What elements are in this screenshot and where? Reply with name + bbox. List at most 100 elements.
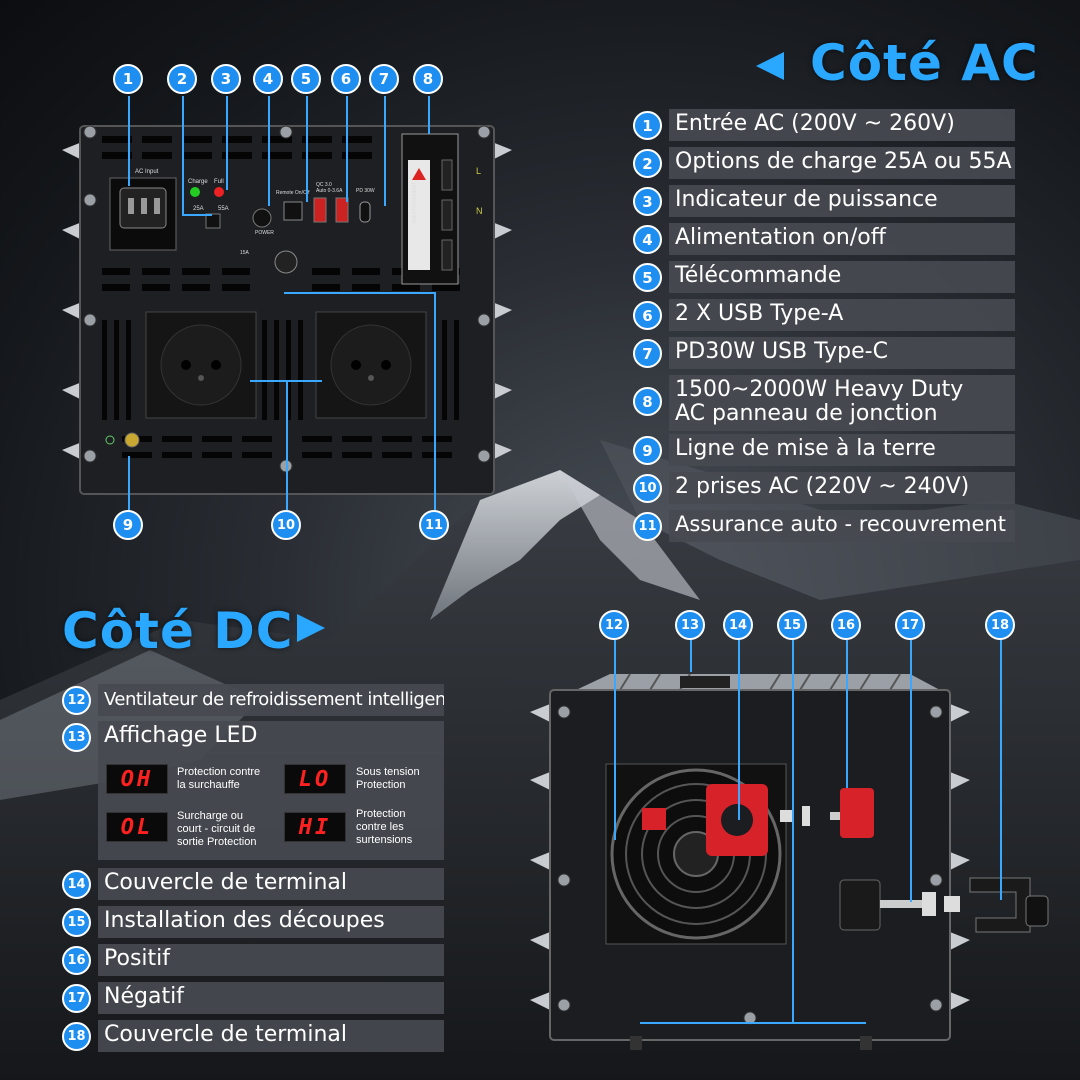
warning-label: AVERTISSEMENT — [411, 182, 418, 224]
dc-list-badge: 14 — [62, 870, 91, 899]
ac-list-badge: 6 — [633, 301, 662, 330]
led-code-oh: OH — [106, 764, 168, 794]
ac-list-label: 2 X USB Type-A — [669, 299, 1015, 331]
remote-label: Remote On/Off — [276, 190, 310, 196]
led-codes-panel: OH Protection contre la surchauffe LO So… — [98, 752, 444, 860]
ac-list-label: Entrée AC (200V ~ 260V) — [669, 109, 1015, 141]
charge-label: Charge — [188, 179, 208, 185]
25a-label: 25A — [193, 206, 204, 212]
callout-line-11 — [434, 292, 436, 510]
N-label: N — [476, 206, 483, 216]
dc-heading-arrow-icon — [297, 614, 325, 642]
L-label: L — [476, 166, 482, 176]
dc-list-label: Positif — [98, 944, 444, 976]
led-caption-ol: Surcharge ou court - circuit de sortie P… — [177, 810, 257, 848]
ac-list-badge: 8 — [633, 387, 662, 416]
ac-list-badge: 9 — [633, 436, 662, 465]
full-label: Full — [214, 179, 224, 185]
led-code-lo: LO — [284, 764, 346, 794]
ac-list-label: Ligne de mise à la terre — [669, 434, 1015, 466]
callout-line-12 — [614, 640, 616, 840]
ac-list-label: Indicateur de puissance — [669, 185, 1015, 217]
ac-callout-10: 10 — [271, 510, 301, 540]
callout-line-16 — [846, 640, 848, 788]
ac-list-badge: 7 — [633, 339, 662, 368]
dc-list-badge: 12 — [62, 686, 91, 715]
ac-callout-7: 7 — [369, 64, 399, 94]
callout-line-1 — [128, 96, 130, 186]
callout-line-3 — [226, 96, 228, 190]
callout-line-11h — [284, 292, 436, 294]
ac-list-label: Alimentation on/off — [669, 223, 1015, 255]
callout-line-13 — [690, 640, 692, 672]
callout-line-18 — [1000, 640, 1002, 900]
dc-callout-16: 16 — [831, 610, 861, 640]
ac-list-label: 1500~2000W Heavy Duty AC panneau de jonc… — [669, 375, 1015, 431]
qc-label: QC 3.0 Auto 0-3.6A — [316, 182, 343, 194]
ac-side-device: AC Input Charge Full 25A 55A POWER Remot… — [62, 120, 512, 500]
ac-list-badge: 5 — [633, 263, 662, 292]
ac-callout-2: 2 — [167, 64, 197, 94]
ac-list-label: Assurance auto - recouvrement — [669, 510, 1015, 542]
led-caption-oh: Protection contre la surchauffe — [177, 766, 261, 791]
ac-panel-illustration — [62, 125, 512, 495]
ac-callout-11: 11 — [419, 510, 449, 540]
ac-list-badge: 3 — [633, 187, 662, 216]
ac-heading-arrow-icon — [756, 52, 784, 80]
dc-callout-14: 14 — [723, 610, 753, 640]
ac-callout-6: 6 — [331, 64, 361, 94]
led-caption-hi: Protection contre les surtensions — [356, 808, 413, 846]
callout-line-9 — [128, 456, 130, 512]
callout-line-7 — [384, 96, 386, 206]
dc-list-badge: 16 — [62, 946, 91, 975]
led-code-hi: HI — [284, 812, 346, 842]
dc-list-label: Affichage LED — [98, 721, 444, 753]
dc-list-badge: 17 — [62, 984, 91, 1013]
ac-list-badge: 1 — [633, 111, 662, 140]
callout-line-2b — [182, 214, 212, 216]
callout-line-14 — [738, 640, 740, 820]
ac-callout-9: 9 — [113, 510, 143, 540]
dc-callout-15: 15 — [777, 610, 807, 640]
led-caption-lo: Sous tension Protection — [356, 766, 420, 791]
ac-input-label: AC Input — [135, 169, 159, 175]
pd-label: PD 30W — [356, 188, 375, 194]
dc-side-device — [530, 660, 1050, 1060]
callout-line-17 — [910, 640, 912, 902]
dc-list-badge: 18 — [62, 1022, 91, 1051]
callout-line-15h — [640, 1022, 866, 1024]
callout-line-8 — [428, 96, 430, 134]
led-code-ol: OL — [106, 812, 168, 842]
dc-list-badge: 15 — [62, 908, 91, 937]
ac-list-badge: 10 — [633, 474, 662, 503]
dc-callout-13: 13 — [675, 610, 705, 640]
dc-list-label: Couvercle de terminal — [98, 1020, 444, 1052]
callout-line-5 — [306, 96, 308, 202]
dc-callout-18: 18 — [985, 610, 1015, 640]
power-label: POWER — [255, 230, 274, 236]
callout-line-4 — [268, 96, 270, 206]
ac-callout-8: 8 — [413, 64, 443, 94]
callout-line-15 — [792, 640, 794, 1024]
ac-list-label: Télécommande — [669, 261, 1015, 293]
callout-line-10 — [286, 380, 288, 510]
ac-callout-1: 1 — [113, 64, 143, 94]
callout-line-6 — [346, 96, 348, 202]
dc-list-label: Négatif — [98, 982, 444, 1014]
ac-list-badge: 2 — [633, 149, 662, 178]
ac-list-label: PD30W USB Type-C — [669, 337, 1015, 369]
55a-label: 55A — [218, 206, 229, 212]
dc-list-label: Couvercle de terminal — [98, 868, 444, 900]
callout-line-2 — [182, 96, 184, 216]
dc-side-heading: Côté DC — [62, 602, 294, 660]
ac-side-heading: Côté AC — [810, 34, 1039, 92]
ac-callout-5: 5 — [291, 64, 321, 94]
ac-callout-4: 4 — [253, 64, 283, 94]
ac-list-badge: 11 — [633, 512, 662, 541]
dc-list-label: Ventilateur de refroidissement intellige… — [98, 684, 444, 716]
ac-list-label: Options de charge 25A ou 55A — [669, 147, 1015, 179]
dc-list-badge: 13 — [62, 723, 91, 752]
dc-list-label: Installation des découpes — [98, 906, 444, 938]
15a-label: 15A — [240, 250, 249, 256]
ac-list-badge: 4 — [633, 225, 662, 254]
